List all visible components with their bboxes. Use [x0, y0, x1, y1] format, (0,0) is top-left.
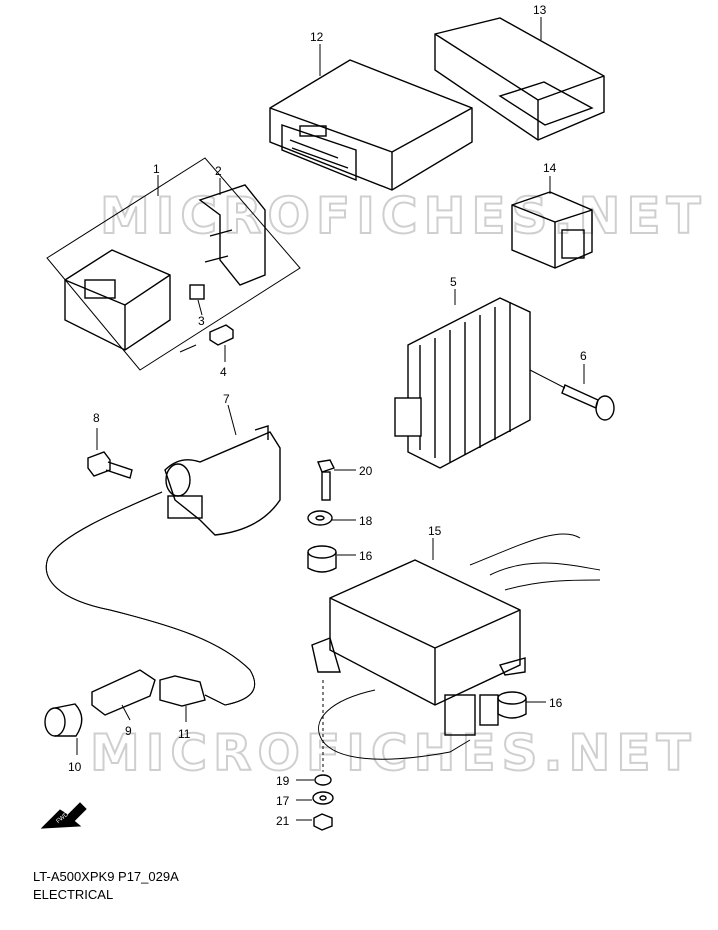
callout-20: 20	[359, 464, 373, 478]
diagram-title: ELECTRICAL	[33, 887, 114, 902]
washer-19[interactable]	[314, 774, 332, 786]
relay-bracket[interactable]	[198, 184, 266, 286]
bolt-8[interactable]	[87, 451, 133, 479]
callout-11: 11	[178, 727, 191, 741]
callout-1: 1	[153, 162, 160, 176]
callout-13: 13	[533, 3, 547, 17]
callout-21: 21	[276, 814, 290, 828]
watermark-top: MICROFICHES.NET	[100, 187, 707, 245]
bolt-20[interactable]	[317, 459, 335, 501]
callout-2: 2	[215, 164, 222, 178]
bolt-4[interactable]	[209, 324, 234, 346]
callout-4: 4	[220, 365, 227, 379]
callout-16-lower: 16	[549, 696, 563, 710]
ecm-cover[interactable]	[434, 17, 605, 141]
grommet-16-lower[interactable]	[497, 691, 527, 719]
fuse[interactable]	[189, 284, 205, 300]
relay-14[interactable]	[511, 191, 593, 269]
grommet-16-upper[interactable]	[307, 545, 337, 573]
nut-21[interactable]	[313, 813, 333, 831]
starter-relay[interactable]	[64, 249, 171, 351]
control-module[interactable]	[311, 559, 526, 706]
callout-17: 17	[276, 794, 290, 808]
callout-16-upper: 16	[359, 549, 373, 563]
diagram-code: LT-A500XPK9 P17_029A	[33, 869, 179, 884]
regulator-rectifier[interactable]	[394, 297, 531, 469]
callout-8: 8	[93, 411, 100, 425]
callout-3: 3	[198, 314, 205, 328]
connector-11[interactable]	[159, 675, 206, 707]
bolt-6[interactable]	[561, 384, 615, 421]
callout-15: 15	[428, 524, 442, 538]
callout-10: 10	[68, 760, 82, 774]
cap-10[interactable]	[44, 703, 83, 737]
ignition-coil[interactable]	[164, 425, 281, 536]
callout-19: 19	[276, 774, 290, 788]
callout-12: 12	[310, 30, 324, 44]
callout-18: 18	[359, 514, 373, 528]
callout-14: 14	[543, 161, 557, 175]
watermark-bottom: MICROFICHES.NET	[90, 724, 697, 782]
callout-6: 6	[580, 349, 587, 363]
callout-5: 5	[450, 275, 457, 289]
callout-7: 7	[223, 392, 230, 406]
fwd-arrow-icon: FWD	[40, 802, 87, 829]
callout-9: 9	[125, 724, 132, 738]
washer-18[interactable]	[307, 510, 333, 526]
washer-17[interactable]	[312, 791, 334, 805]
plug-cap[interactable]	[91, 669, 156, 716]
ecm-unit[interactable]	[269, 59, 473, 191]
